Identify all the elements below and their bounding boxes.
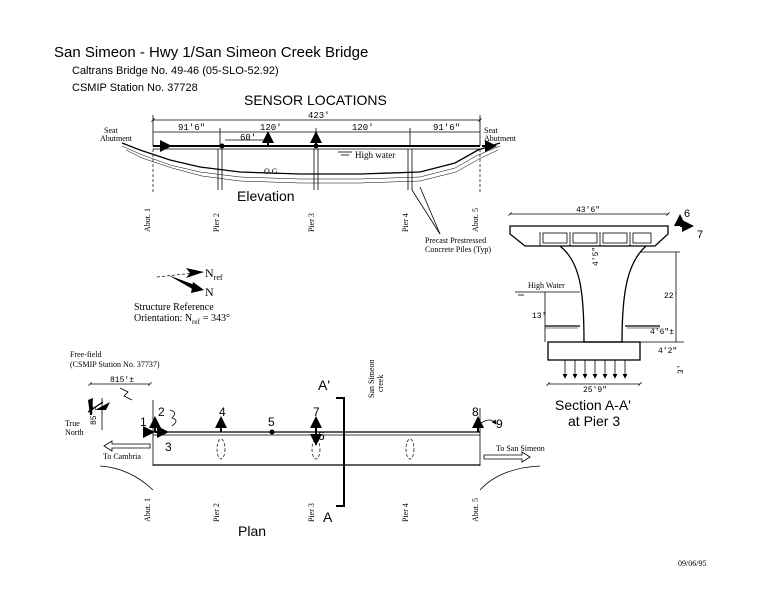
plan-support-abut5: Abut. 5 [471, 498, 480, 522]
seat-right-1: Seat [484, 126, 499, 135]
span-3-label: 120' [352, 123, 374, 133]
seat-left-2: Abutment [100, 134, 133, 143]
free-field-1: Free-field [70, 350, 102, 359]
plan-ch5: 5 [268, 415, 275, 429]
section-footing-depth: 4'2" [658, 347, 677, 356]
elev-support-pier2: Pier 2 [212, 213, 221, 232]
true-north-2: North [65, 428, 84, 437]
section-high-water: High Water [528, 281, 565, 290]
to-cambria: To Cambria [103, 452, 141, 461]
plan-ch7: 7 [313, 405, 320, 419]
plan-ch2: 2 [158, 405, 165, 419]
elevation-label: Elevation [237, 188, 295, 204]
bridge-number: Caltrans Bridge No. 49-46 (05-SLO-52.92) [72, 65, 279, 77]
plan-view: Free-field (CSMIP Station No. 37737) 815… [65, 350, 545, 539]
plan-ch8: 8 [472, 405, 479, 419]
plan-ch4: 4 [219, 405, 226, 419]
og-label: O.G. [264, 167, 280, 176]
section-ch6: 6 [684, 208, 690, 220]
station-number: CSMIP Station No. 37728 [72, 82, 198, 94]
elev-support-pier3: Pier 3 [307, 213, 316, 232]
subtitle: SENSOR LOCATIONS [244, 92, 387, 108]
reference-caption-1: Structure Reference [134, 302, 214, 313]
section-small-dim: 3' [677, 364, 686, 374]
section-a-a: 43'6" 4'5" 6 7 High Water 22' 13' 4'6 [508, 206, 703, 429]
plan-support-pier4: Pier 4 [401, 503, 410, 522]
high-water-label: High water [355, 150, 395, 160]
span-1-label: 91'6" [178, 123, 205, 133]
n-label: N [205, 285, 214, 299]
section-piles [562, 360, 628, 379]
date-stamp: 09/06/95 [678, 559, 706, 568]
section-height: 22' [664, 292, 678, 301]
free-field-2: (CSMIP Station No. 37737) [70, 360, 160, 369]
section-top-width: 43'6" [576, 206, 600, 215]
section-footing-offset: 4'6"± [650, 328, 674, 337]
plan-ch1: 1 [140, 415, 147, 429]
span-2-label: 120' [260, 123, 282, 133]
plan-ch6: 6 [318, 429, 325, 443]
sub-span-label: 60' [240, 133, 256, 143]
section-footing-width: 25'9" [583, 386, 607, 395]
section-depth: 4'5" [592, 247, 601, 266]
section-ch7: 7 [697, 229, 703, 241]
true-north-1: True [65, 419, 80, 428]
section-title: Section A-A' [555, 397, 631, 413]
section-water-depth: 13' [532, 312, 546, 321]
n-ref-label: Nref [205, 266, 223, 282]
seat-left-1: Seat [104, 126, 119, 135]
plan-ch9: 9 [496, 417, 503, 431]
plan-support-abut1: Abut. 1 [143, 498, 152, 522]
creek-label-1: San Simeon [367, 360, 376, 398]
dist-1: 815'± [110, 376, 134, 385]
elev-support-abut5: Abut. 5 [471, 208, 480, 232]
plan-support-pier2: Pier 2 [212, 503, 221, 522]
piles-label-2: Concrete Piles (Typ) [425, 245, 491, 254]
section-subtitle: at Pier 3 [568, 413, 620, 429]
reference-caption-2: Orientation: Nref= 343° [134, 313, 230, 326]
piles-label-1: Precast Prestressed [425, 236, 486, 245]
to-san-simeon: To San Simeon [496, 444, 545, 453]
reference-orientation: Nref N Structure Reference Orientation: … [134, 266, 230, 326]
plan-ch3: 3 [165, 440, 172, 454]
section-mark-bottom: A [323, 509, 333, 525]
total-span-label: 423' [308, 111, 330, 121]
section-mark-top: A' [318, 377, 330, 393]
creek-label-2: creek [376, 375, 385, 392]
elevation-view: 423' 91'6" 120' 120' 91'6" 60' Seat Abut… [100, 111, 517, 254]
elev-support-abut1: Abut. 1 [143, 208, 152, 232]
plan-label: Plan [238, 523, 266, 539]
span-4-label: 91'6" [433, 123, 460, 133]
plan-support-pier3: Pier 3 [307, 503, 316, 522]
seat-right-2: Abutment [484, 134, 517, 143]
dist-2: 85'± [90, 406, 99, 425]
title: San Simeon - Hwy 1/San Simeon Creek Brid… [54, 44, 368, 61]
elev-support-pier4: Pier 4 [401, 213, 410, 232]
